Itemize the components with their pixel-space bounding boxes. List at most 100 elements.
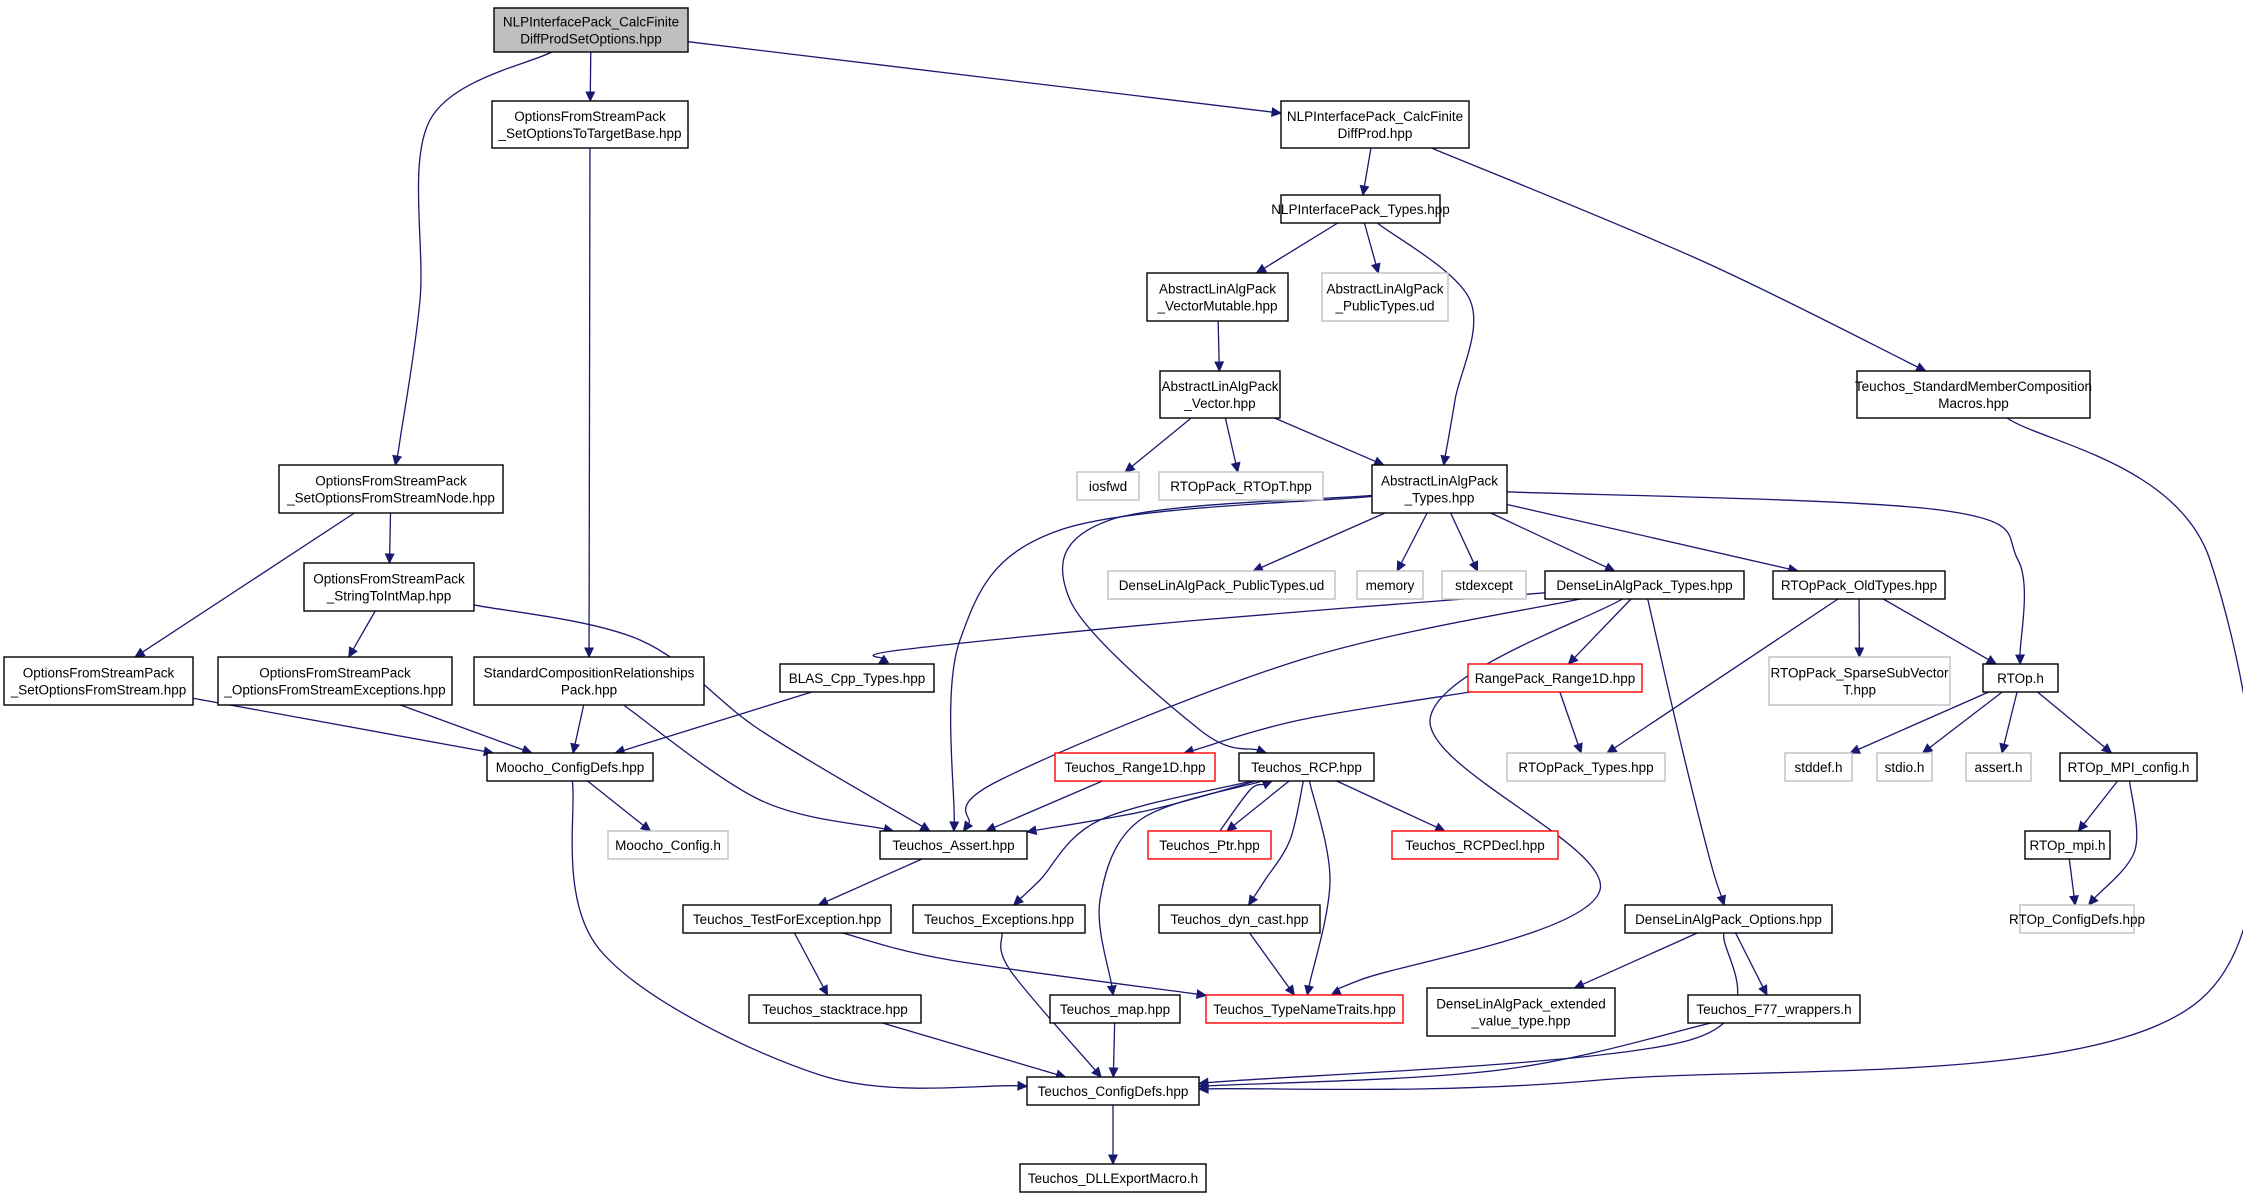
node-label-line: AbstractLinAlgPack	[1161, 379, 1278, 394]
node-memory[interactable]: memory	[1356, 570, 1424, 600]
node-label-line: Moocho_Config.h	[615, 838, 721, 853]
node-label-line: BLAS_Cpp_Types.hpp	[789, 671, 926, 686]
edge-line	[1308, 780, 1331, 987]
edge-arrowhead	[1124, 462, 1136, 473]
node-teuchos_dll[interactable]: Teuchos_DLLExportMacro.h	[1019, 1163, 1207, 1193]
edge-arrowhead	[1606, 743, 1618, 754]
node-assert[interactable]: assert.h	[1965, 752, 2032, 782]
edge-rp_range1d-to-rtop_types	[1559, 691, 1583, 755]
node-box	[1280, 100, 1470, 149]
node-box	[1076, 471, 1140, 501]
edge-line	[1506, 503, 1790, 570]
node-alap_pt[interactable]: AbstractLinAlgPack_PublicTypes.ud	[1321, 272, 1449, 322]
node-box	[1280, 194, 1441, 224]
edge-scrp-to-moocho_cd	[570, 704, 585, 755]
node-moocho_cd[interactable]: Moocho_ConfigDefs.hpp	[486, 752, 654, 782]
node-box	[1158, 471, 1324, 501]
edge-arrowhead	[1849, 744, 1861, 754]
node-blas_types[interactable]: BLAS_Cpp_Types.hpp	[779, 663, 935, 693]
node-teuchos_cd[interactable]: Teuchos_ConfigDefs.hpp	[1026, 1076, 1200, 1106]
node-stddef[interactable]: stddef.h	[1784, 752, 1853, 782]
edge-line	[1263, 222, 1339, 269]
edge-ofsp_ofse-to-moocho_cd	[400, 704, 533, 755]
node-teuchos_map[interactable]: Teuchos_map.hpp	[1049, 994, 1181, 1024]
edge-arrowhead	[570, 742, 581, 755]
edge-line	[1219, 783, 1265, 832]
node-nlpip_types[interactable]: NLPInterfacePack_Types.hpp	[1271, 194, 1450, 224]
node-dlap_pt[interactable]: DenseLinAlgPack_PublicTypes.ud	[1107, 570, 1336, 600]
node-alap_v[interactable]: AbstractLinAlgPack_Vector.hpp	[1159, 370, 1281, 419]
edge-line	[826, 858, 923, 902]
nodes-layer: NLPInterfacePack_CalcFiniteDiffProdSetOp…	[3, 7, 2198, 1193]
node-ofsp_sotb[interactable]: OptionsFromStreamPack_SetOptionsToTarget…	[491, 100, 689, 149]
node-label-line: _SetOptionsFromStream.hpp	[10, 683, 187, 698]
node-box	[682, 904, 892, 934]
node-rtop_oldtypes[interactable]: RTOpPack_OldTypes.hpp	[1772, 570, 1946, 600]
node-teuchos_assert[interactable]: Teuchos_Assert.hpp	[879, 830, 1028, 860]
node-iosfwd[interactable]: iosfwd	[1076, 471, 1140, 501]
node-stdexcept[interactable]: stdexcept	[1441, 570, 1527, 600]
node-label-line: _SetOptionsToTargetBase.hpp	[497, 126, 681, 141]
node-label-line: _PublicTypes.ud	[1334, 299, 1434, 314]
node-label-line: RTOp.h	[1997, 671, 2044, 686]
edge-line	[1098, 780, 1263, 987]
edge-arrowhead	[1284, 984, 1296, 996]
node-teuchos_rcpdecl[interactable]: Teuchos_RCPDecl.hpp	[1391, 830, 1559, 860]
node-box	[1982, 663, 2059, 693]
node-alap_vm[interactable]: AbstractLinAlgPack_VectorMutable.hpp	[1146, 272, 1289, 322]
node-teuchos_smcm[interactable]: Teuchos_StandardMemberCompositionMacros.…	[1855, 370, 2092, 419]
node-ofsp_sofs[interactable]: OptionsFromStreamPack_SetOptionsFromStre…	[3, 656, 194, 706]
node-ofsp_ofse[interactable]: OptionsFromStreamPack_OptionsFromStreamE…	[217, 656, 453, 706]
node-teuchos_st[interactable]: Teuchos_stacktrace.hpp	[748, 994, 922, 1024]
edge-arrowhead	[1999, 742, 2010, 755]
edge-line	[1559, 691, 1579, 745]
edge-teuchos_assert-to-teuchos_tfe	[817, 858, 923, 906]
edge-ofsp_sofsn-to-ofsp_sofs	[134, 512, 355, 658]
node-ofsp_sofsn[interactable]: OptionsFromStreamPack_SetOptionsFromStre…	[278, 464, 504, 514]
edge-line	[1261, 512, 1386, 568]
node-teuchos_ptr[interactable]: Teuchos_Ptr.hpp	[1147, 830, 1272, 860]
node-teuchos_rcp[interactable]: Teuchos_RCP.hpp	[1238, 752, 1375, 782]
node-stdio[interactable]: stdio.h	[1876, 752, 1933, 782]
node-rtop_types[interactable]: RTOpPack_Types.hpp	[1506, 752, 1666, 782]
node-label-line: stdio.h	[1885, 760, 1925, 775]
node-dlap_evt[interactable]: DenseLinAlgPack_extended_value_type.hpp	[1426, 987, 1616, 1037]
node-teuchos_tnt[interactable]: Teuchos_TypeNameTraits.hpp	[1205, 994, 1404, 1024]
node-rtop_cd[interactable]: RTOp_ConfigDefs.hpp	[2009, 904, 2145, 934]
node-teuchos_exc[interactable]: Teuchos_Exceptions.hpp	[912, 904, 1086, 934]
node-box	[1391, 830, 1559, 860]
edge-arrowhead	[1914, 362, 1927, 372]
node-rp_range1d[interactable]: RangePack_Range1D.hpp	[1467, 663, 1643, 693]
node-teuchos_dc[interactable]: Teuchos_dyn_cast.hpp	[1158, 904, 1321, 934]
node-rtop_rtopt[interactable]: RTOpPack_RTOpT.hpp	[1158, 471, 1324, 501]
node-teuchos_tfe[interactable]: Teuchos_TestForException.hpp	[682, 904, 892, 934]
edge-root-to-ofsp_sotb	[585, 51, 596, 103]
edge-line	[1112, 1022, 1116, 1069]
node-root[interactable]: NLPInterfacePack_CalcFiniteDiffProdSetOp…	[493, 7, 689, 53]
node-alap_types[interactable]: AbstractLinAlgPack_Types.hpp	[1371, 464, 1508, 514]
node-rtop_mpi_cfg[interactable]: RTOp_MPI_config.h	[2059, 752, 2198, 782]
edge-dlap_types-to-teuchos_assert	[962, 598, 1581, 832]
edge-line	[2003, 691, 2018, 745]
node-ofsp_stim[interactable]: OptionsFromStreamPack_StringToIntMap.hpp	[303, 562, 475, 612]
node-teuchos_r1d[interactable]: Teuchos_Range1D.hpp	[1054, 752, 1216, 782]
node-moocho_config[interactable]: Moocho_Config.h	[607, 830, 729, 860]
node-teuchos_f77[interactable]: Teuchos_F77_wrappers.h	[1687, 994, 1861, 1024]
node-box	[217, 656, 453, 706]
edge-arrowhead	[1230, 461, 1241, 474]
node-dlap_opts[interactable]: DenseLinAlgPack_Options.hpp	[1624, 904, 1833, 934]
edge-root-to-nlpip_cfdp	[687, 41, 1283, 117]
node-label-line: RTOpPack_Types.hpp	[1518, 760, 1653, 775]
node-label-line: assert.h	[1974, 760, 2022, 775]
edge-arrowhead	[1195, 989, 1208, 1000]
edge-alap_types-to-rtop_h	[1506, 491, 2026, 666]
node-label-line: DiffProdSetOptions.hpp	[520, 32, 662, 47]
node-dlap_types[interactable]: DenseLinAlgPack_Types.hpp	[1544, 570, 1745, 600]
node-rtop_h[interactable]: RTOp.h	[1982, 663, 2059, 693]
node-rtop_mpi[interactable]: RTOp_mpi.h	[2024, 830, 2111, 860]
edge-alap_types-to-stdexcept	[1450, 512, 1479, 573]
edge-line	[1363, 147, 1372, 187]
